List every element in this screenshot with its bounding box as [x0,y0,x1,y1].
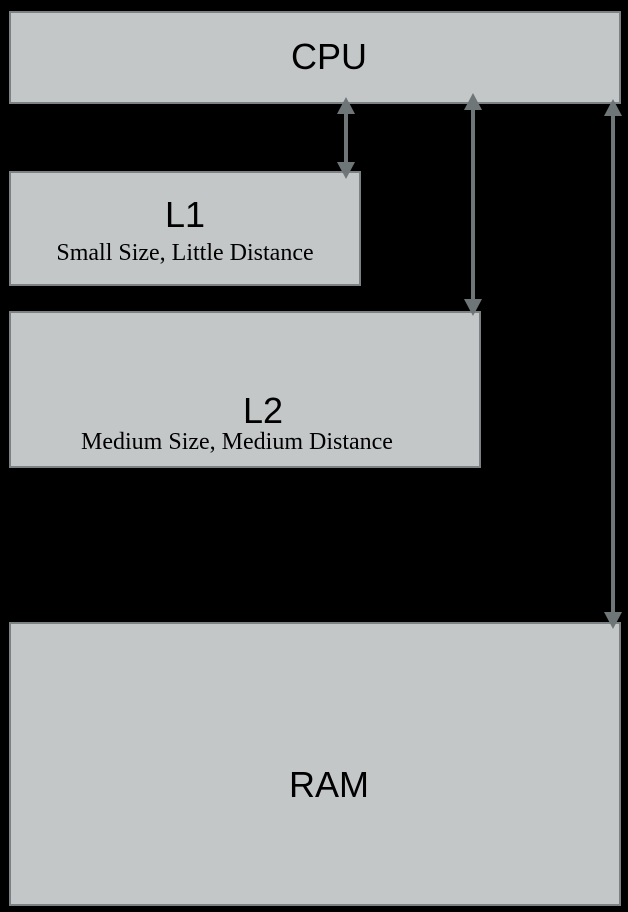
cpu-label: CPU [290,36,367,77]
l2-label: L2 [242,390,284,431]
l1-label: L1 [164,194,206,235]
cpu-ram-arrow [604,99,622,629]
ram-label: RAM [289,764,369,805]
l2-cache-box: L2 Medium Size, Medium Distance [9,311,481,468]
l2-description: Medium Size, Medium Distance [81,429,393,455]
cpu-l1-arrow [337,97,355,179]
ram-box: RAM [9,622,621,906]
l1-cache-box: L1 Small Size, Little Distance [9,171,361,286]
l1-description: Small Size, Little Distance [56,240,314,266]
cpu-l2-arrow [464,93,482,316]
cpu-box: CPU [9,11,621,104]
